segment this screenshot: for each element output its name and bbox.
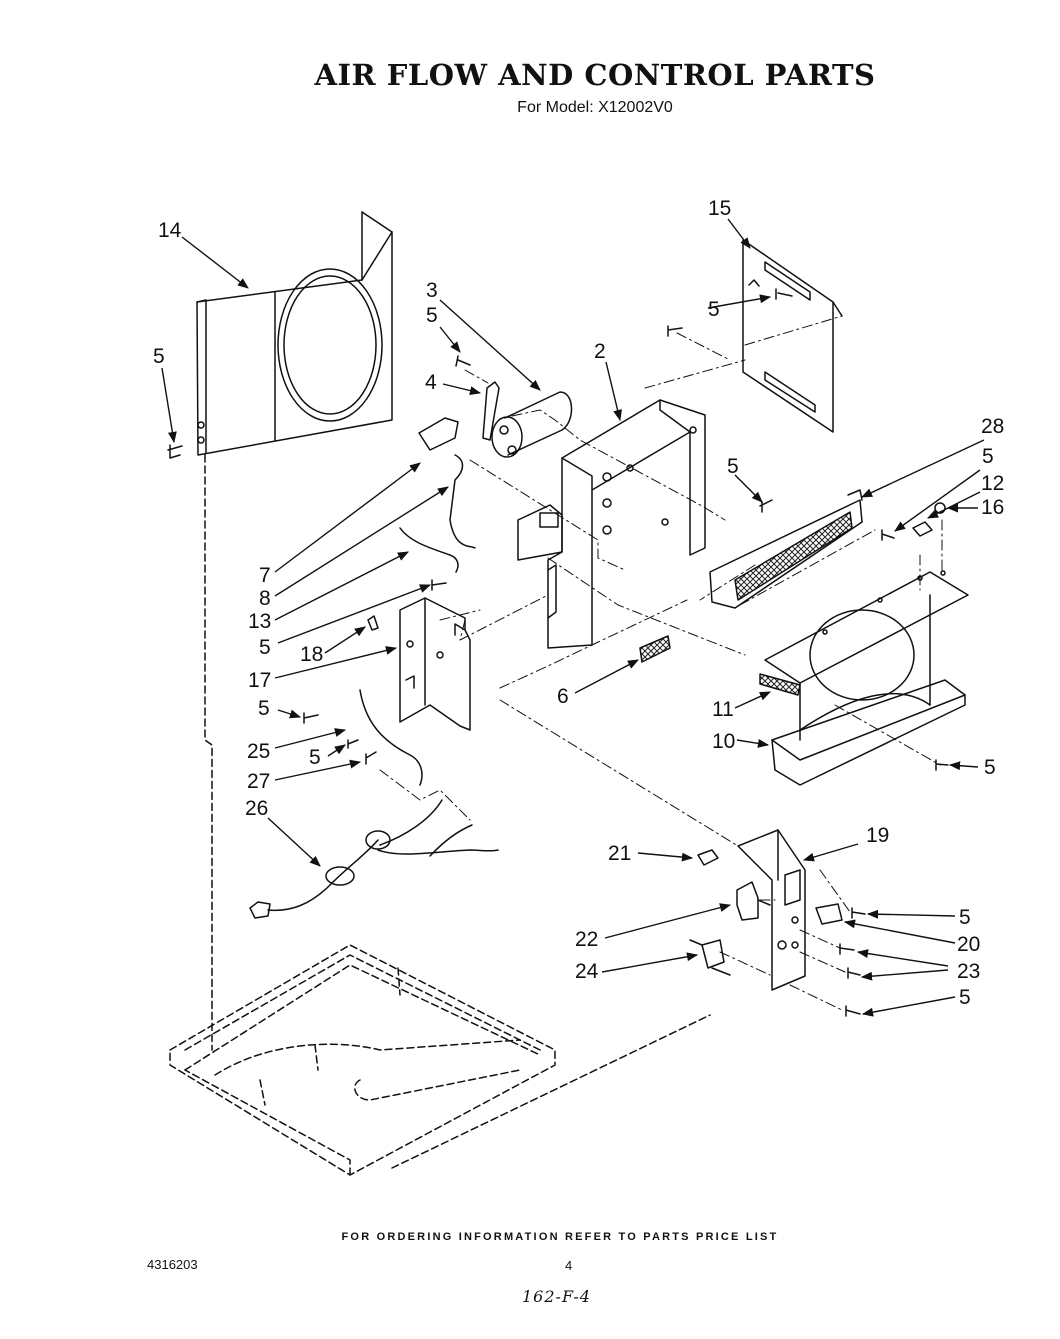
- control-switch-bracket: [737, 829, 806, 991]
- ordering-note: FOR ORDERING INFORMATION REFER TO PARTS …: [341, 1231, 779, 1243]
- callout-8: 8: [259, 587, 271, 610]
- callout-6: 6: [557, 685, 569, 708]
- callout-5: 5: [959, 986, 971, 1009]
- callout-5: 5: [309, 746, 321, 769]
- capacitor-strap: [482, 381, 500, 441]
- model-subtitle: For Model: X12002V0: [517, 99, 673, 116]
- callout-11: 11: [712, 698, 734, 721]
- capacitor: [491, 391, 573, 458]
- blower-housing: [759, 570, 969, 786]
- callout-13: 13: [248, 610, 271, 633]
- callout-21: 21: [608, 842, 631, 865]
- base-pan: [169, 454, 711, 1176]
- callout-5: 5: [153, 345, 165, 368]
- callout-4: 4: [425, 371, 437, 394]
- callout-5: 5: [727, 455, 739, 478]
- filter-pad: [639, 635, 671, 663]
- thermistor-wire: [399, 527, 459, 573]
- control-knob: [815, 903, 843, 925]
- handwritten-note: 162-F-4: [522, 1287, 591, 1306]
- callout-5: 5: [982, 445, 994, 468]
- ground-wire: [359, 689, 423, 786]
- callout-17: 17: [248, 669, 271, 692]
- callout-24: 24: [575, 960, 599, 983]
- callout-23: 23: [957, 960, 980, 983]
- document-number: 4316203: [147, 1257, 198, 1272]
- callout-numbers: 14 15 3 5 5 5 2 4 28 5 5 12 16 7 8 13 5 …: [153, 197, 1004, 1009]
- callout-5: 5: [426, 304, 438, 327]
- mounting-clip: [697, 849, 719, 866]
- callout-leaders: [161, 218, 985, 1017]
- callout-26: 26: [245, 797, 268, 820]
- air-grille: [709, 489, 863, 609]
- switch-bracket: [399, 597, 471, 731]
- callout-20: 20: [957, 933, 980, 956]
- page-title: AIR FLOW AND CONTROL PARTS: [314, 58, 876, 92]
- power-cord: [249, 799, 499, 919]
- callout-3: 3: [426, 279, 438, 302]
- sensor-clip: [418, 417, 476, 549]
- callout-28: 28: [981, 415, 1004, 438]
- rotary-switch: [736, 881, 771, 921]
- nut-and-screw: [912, 502, 946, 537]
- callout-18: 18: [300, 643, 323, 666]
- callout-25: 25: [247, 740, 270, 763]
- callout-12: 12: [981, 472, 1004, 495]
- callout-15: 15: [708, 197, 731, 220]
- callout-10: 10: [712, 730, 735, 753]
- screw-set: [167, 288, 949, 1017]
- control-housing: [517, 399, 706, 649]
- upper-mounting-bracket: [742, 239, 843, 433]
- callout-5: 5: [708, 298, 720, 321]
- callout-19: 19: [866, 824, 889, 847]
- callout-7: 7: [259, 564, 271, 587]
- callout-2: 2: [594, 340, 606, 363]
- callout-5: 5: [984, 756, 996, 779]
- callout-22: 22: [575, 928, 598, 951]
- callout-27: 27: [247, 770, 270, 793]
- assembly-guide-lines: [379, 315, 943, 1011]
- fan-shroud-panel: [196, 211, 393, 456]
- relay: [689, 939, 731, 976]
- callout-5: 5: [259, 636, 271, 659]
- wire-clip: [367, 615, 379, 631]
- callout-14: 14: [158, 219, 182, 242]
- callout-16: 16: [981, 496, 1004, 519]
- callout-5: 5: [258, 697, 270, 720]
- callout-5: 5: [959, 906, 971, 929]
- page-number: 4: [565, 1258, 573, 1273]
